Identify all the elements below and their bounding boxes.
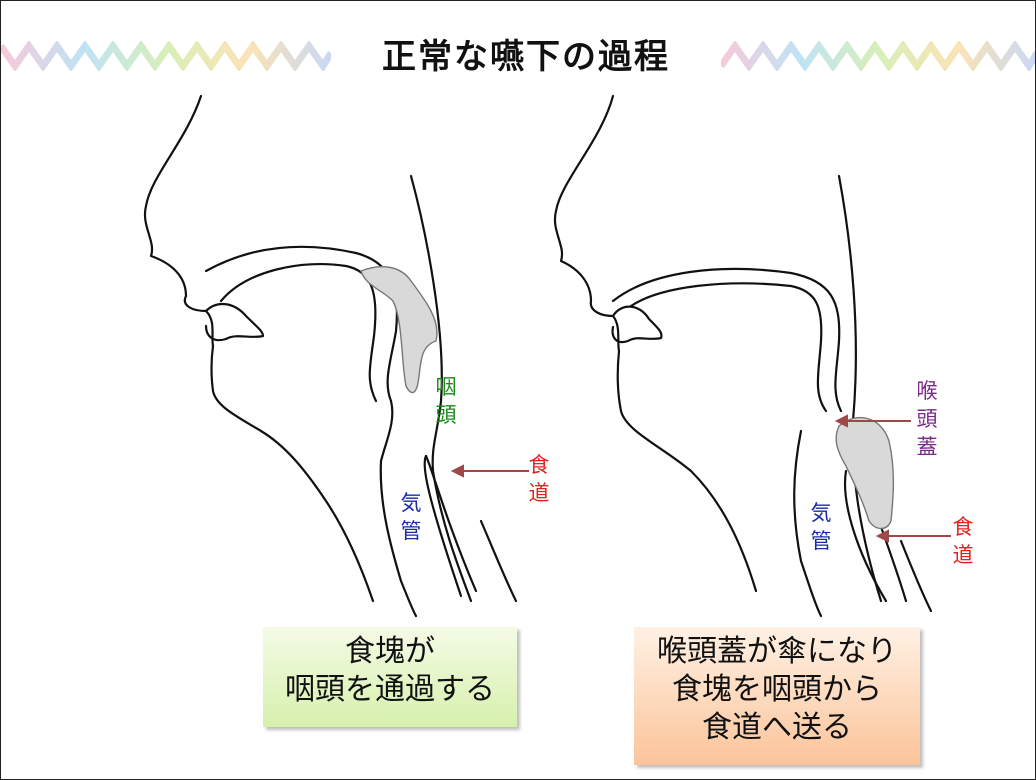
right-caption-box: 喉頭蓋が傘になり 食塊を咽頭から 食道へ送る (634, 627, 920, 765)
right-caption-line-1: 喉頭蓋が傘になり (657, 634, 897, 669)
right-esophagus-char-2: 道 (952, 543, 974, 567)
right-esophagus-arrowhead (875, 529, 889, 543)
right-epiglottis-char-3: 蓋 (916, 435, 938, 459)
left-trachea-label: 気 管 (397, 489, 425, 545)
right-epiglottis-char-1: 喉 (916, 379, 938, 403)
left-food-bolus (360, 265, 438, 394)
left-pharynx-char-1: 咽 (435, 375, 457, 399)
left-pharynx-label: 咽 頭 (432, 373, 460, 429)
right-esophagus-label: 食 道 (949, 513, 977, 569)
left-head-outline (143, 94, 518, 618)
right-caption-line-3: 食道へ送る (702, 710, 852, 745)
left-zigzag-decoration (1, 41, 331, 71)
right-esophagus-char-1: 食 (952, 515, 974, 539)
left-caption-line-2: 咽頭を通過する (285, 672, 495, 707)
right-trachea-char-1: 気 (810, 501, 832, 525)
right-food-bolus (835, 416, 895, 530)
right-trachea-label: 気 管 (807, 499, 835, 555)
left-esophagus-char-1: 食 (528, 453, 550, 477)
slide-title: 正常な嚥下の過程 (382, 37, 670, 77)
left-trachea-char-2: 管 (400, 519, 422, 543)
right-epiglottis-arrowhead (834, 414, 848, 428)
left-pharynx-char-2: 頭 (435, 403, 457, 427)
left-esophagus-arrowhead (450, 464, 464, 478)
right-trachea-char-2: 管 (810, 529, 832, 553)
right-caption-line-2: 食塊を咽頭から (672, 672, 882, 707)
left-esophagus-char-2: 道 (528, 481, 550, 505)
right-epiglottis-char-2: 頭 (916, 407, 938, 431)
left-caption-line-1: 食塊が (345, 634, 435, 669)
left-esophagus-label: 食 道 (525, 451, 553, 507)
right-epiglottis-label: 喉 頭 蓋 (913, 377, 941, 461)
right-zigzag-decoration (721, 41, 1035, 71)
left-caption-box: 食塊が 咽頭を通過する (263, 627, 517, 727)
right-head-outline (553, 94, 933, 618)
left-trachea-char-1: 気 (400, 491, 422, 515)
